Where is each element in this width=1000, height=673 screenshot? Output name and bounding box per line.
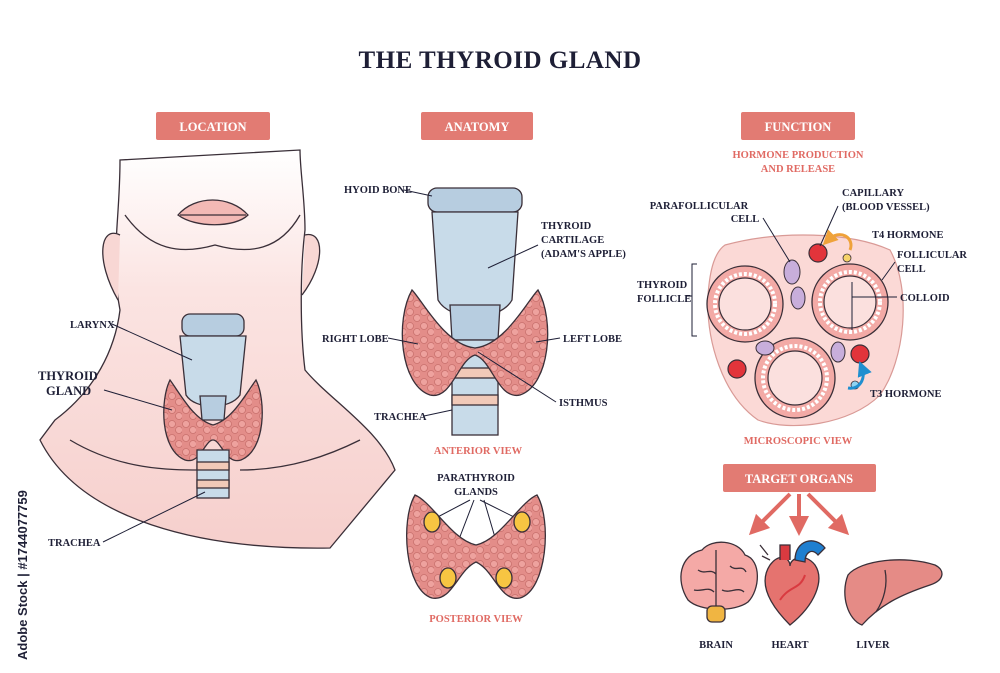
follicle-left	[706, 265, 784, 343]
location-trachea-label: TRACHEA	[48, 538, 101, 549]
stock-watermark: Adobe Stock | #1744077759	[15, 490, 30, 660]
hyoid-bone-label: HYOID BONE	[344, 185, 412, 196]
follicle-bottom	[754, 337, 836, 419]
thyroid-cartilage-label-line1: THYROID	[541, 221, 592, 232]
larynx-label: LARYNX	[70, 320, 115, 331]
larynx-leader	[111, 323, 193, 361]
parathyroid-label-line2: GLANDS	[454, 487, 498, 498]
anatomy-trachea-label: TRACHEA	[374, 412, 427, 423]
thyroid-cartilage-leader	[487, 244, 539, 269]
arrow-to-brain	[748, 492, 792, 536]
parathyroid-label-line1: PARATHYROID	[437, 473, 515, 484]
isthmus-leader	[477, 351, 557, 403]
right-lobe-leader	[387, 337, 419, 345]
function-badge: FUNCTION	[741, 112, 855, 140]
neck-larynx-shape	[179, 313, 247, 421]
location-badge: LOCATION	[156, 112, 270, 140]
parafollicular-leader	[762, 217, 791, 263]
thyroid-gland-label-line2: GLAND	[46, 384, 91, 398]
neck-trachea-shape	[196, 449, 230, 499]
anatomy-badge-label: ANATOMY	[445, 120, 510, 134]
thyroid-cartilage-label-line3: (ADAM'S APPLE)	[541, 249, 626, 260]
isthmus-label: ISTHMUS	[559, 398, 608, 409]
brain-label: BRAIN	[699, 640, 733, 651]
microscopic-view-caption: MICROSCOPIC VIEW	[744, 436, 853, 447]
thyroid-follicle-label-line1: THYROID	[637, 280, 688, 291]
posterior-view-caption: POSTERIOR VIEW	[429, 614, 523, 625]
function-subtitle-line1: HORMONE PRODUCTION	[733, 150, 864, 161]
anatomy-badge: ANATOMY	[421, 112, 533, 140]
function-badge-label: FUNCTION	[765, 120, 832, 134]
left-lobe-label: LEFT LOBE	[563, 334, 622, 345]
t4-hormone-label: T4 HORMONE	[872, 230, 943, 241]
capillary-label-line1: CAPILLARY	[842, 188, 904, 199]
heart-icon	[759, 540, 826, 626]
thyroid-gland-label-line1: THYROID	[38, 369, 98, 383]
page-title: THE THYROID GLAND	[358, 47, 641, 74]
follicular-cell-leader	[881, 261, 896, 281]
follicular-cell-label-line2: CELL	[897, 264, 926, 275]
brain-icon	[680, 541, 758, 623]
neck-thyroid-shape	[163, 378, 263, 462]
thyroid-follicle-bracket	[686, 263, 697, 337]
parathyroid-leaders	[431, 499, 521, 569]
right-lobe-label: RIGHT LOBE	[322, 334, 389, 345]
t3-hormone-label: T3 HORMONE	[870, 389, 941, 400]
hyoid-bone-leader	[403, 189, 433, 197]
location-trachea-leader	[102, 491, 206, 543]
capillary-label-line2: (BLOOD VESSEL)	[842, 202, 930, 213]
capillary-leader	[819, 205, 839, 247]
posterior-thyroid-illustration	[406, 494, 546, 599]
anterior-thyroid-illustration	[401, 187, 549, 436]
arrow-to-liver	[806, 492, 850, 536]
thyroid-follicle-label-line2: FOLLICLE	[637, 294, 691, 305]
colloid-leader	[851, 282, 897, 330]
heart-label: HEART	[772, 640, 809, 651]
anterior-view-caption: ANTERIOR VIEW	[434, 446, 523, 457]
thyroid-gland-leader	[103, 389, 173, 411]
liver-icon	[844, 559, 943, 626]
colloid-label: COLLOID	[900, 293, 950, 304]
left-lobe-leader	[535, 337, 561, 343]
parafollicular-label-line2: CELL	[731, 214, 760, 225]
location-badge-label: LOCATION	[179, 120, 246, 134]
microscopic-tissue	[706, 229, 904, 427]
function-subtitle-line2: AND RELEASE	[761, 164, 835, 175]
liver-label: LIVER	[856, 640, 890, 651]
parafollicular-label-line1: PARAFOLLICULAR	[650, 201, 749, 212]
thyroid-cartilage-label-line2: CARTILAGE	[541, 235, 604, 246]
follicle-right	[811, 263, 889, 341]
target-organs-badge-label: TARGET ORGANS	[745, 472, 853, 486]
anatomy-trachea-leader	[423, 409, 453, 417]
target-organs-badge: TARGET ORGANS	[723, 464, 876, 492]
follicular-cell-label-line1: FOLLICULAR	[897, 250, 967, 261]
